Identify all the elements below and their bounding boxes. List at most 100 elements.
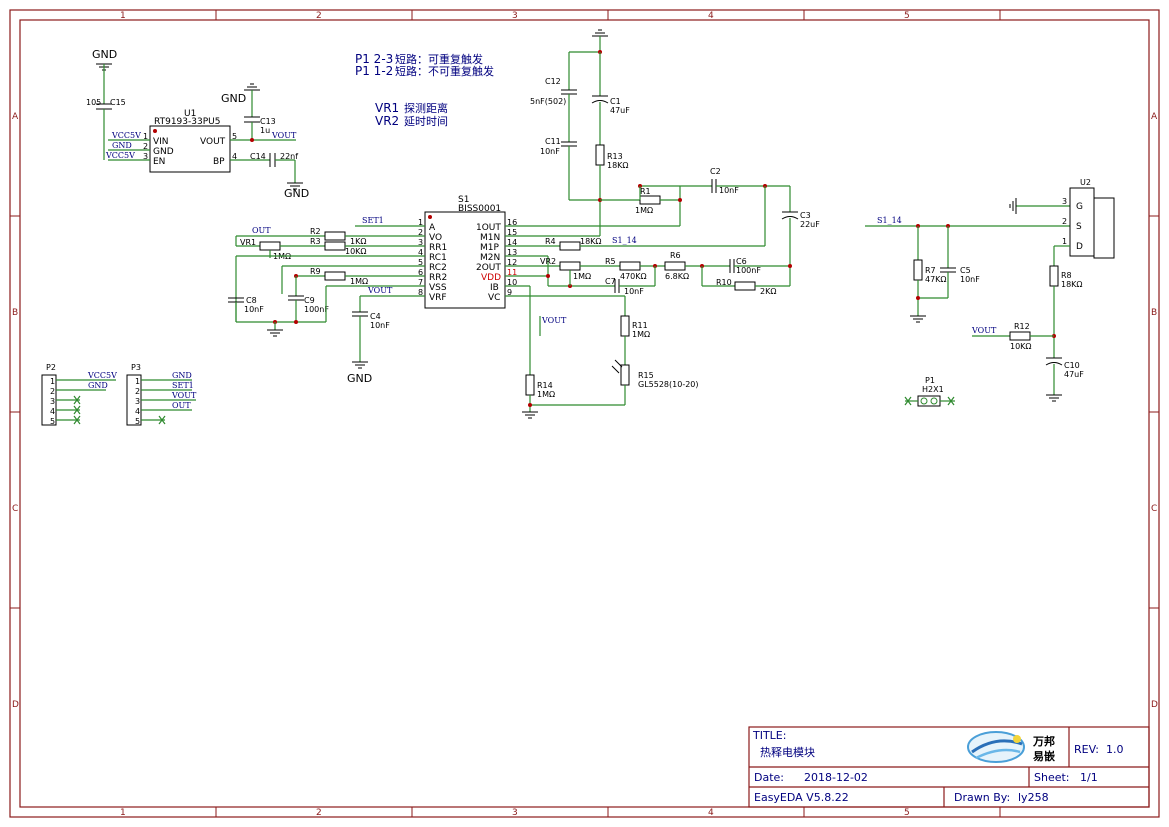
s1-pin-num: 10 [507, 278, 517, 287]
r5-ref: R5 [605, 257, 616, 266]
c12-value: 5nF(502) [530, 97, 566, 106]
r12-ref: R12 [1014, 322, 1030, 331]
drawn-label: Drawn By: [954, 791, 1010, 804]
gnd-label: GND [92, 48, 117, 61]
r6-value: 6.8KΩ [665, 272, 689, 281]
s1-pin-name: RC2 [429, 263, 447, 273]
r11-value: 1MΩ [632, 330, 650, 339]
net-label-gnd: GND [88, 381, 108, 390]
title-block: TITLE: 热释电模块 REV: 1.0 Date: 2018-12-02 S… [748, 726, 1150, 808]
net-label-vout: VOUT [541, 316, 567, 325]
col-label-top: 2 [316, 11, 322, 21]
s1-pin-name: RR1 [429, 243, 447, 253]
notes: P1 2-3 短路：可重复触发 P1 1-2 短路：不可重复触发 VR1 探测距… [355, 52, 494, 128]
col-label-top: 4 [708, 11, 714, 21]
c8-value: 10nF [244, 305, 264, 314]
s1-pin-num: 13 [507, 248, 517, 257]
net-label-set1: SET1 [362, 216, 384, 225]
note-p1-ref: P1 2-3 [355, 52, 393, 66]
c2-value: 10nF [719, 186, 739, 195]
c7-ref: C7 [605, 277, 616, 286]
r3-ref: R3 [310, 237, 321, 246]
p2-pin-num: 4 [50, 407, 55, 416]
p3-pin-num: 4 [135, 407, 140, 416]
p2-ref: P2 [46, 363, 56, 372]
net-label-gnd: GND [172, 371, 192, 380]
c8-ref: C8 [246, 296, 257, 305]
u1-pin-num: 4 [232, 152, 237, 161]
r7-ref: R7 [925, 266, 936, 275]
u1-pin-num: 1 [143, 132, 148, 141]
s1-pin-num: 15 [507, 228, 517, 237]
row-label-right: C [1151, 504, 1157, 514]
net-label-vcc5v: VCC5V [105, 151, 135, 160]
u2-pin-name: G [1076, 202, 1083, 212]
c9-value: 100nF [304, 305, 329, 314]
drawn-value: ly258 [1018, 791, 1049, 804]
r4-value: 18KΩ [580, 237, 602, 246]
net-label-vout: VOUT [367, 286, 393, 295]
c3-value: 22uF [800, 220, 820, 229]
row-label-right: D [1151, 700, 1158, 710]
s1-pin-name: M1P [480, 243, 499, 253]
u2-pin-num: 2 [1062, 217, 1067, 226]
vr1-ref: VR1 [240, 238, 256, 247]
r14-value: 1MΩ [537, 390, 555, 399]
note-vr2-text: 延时时间 [404, 115, 448, 128]
col-label-bottom: 2 [316, 808, 322, 818]
regulator-section: GND 105 C15 U1 RT9193-33PU5 VIN GND EN V… [86, 48, 309, 200]
col-label-top: 3 [512, 11, 518, 21]
r9-ref: R9 [310, 267, 321, 276]
output-section: S1_14 R7 47KΩ C5 10nF U2 3 G 2 S 1 D [865, 178, 1115, 407]
s1-pin-name: IB [490, 283, 499, 293]
row-label-right: B [1151, 308, 1157, 318]
c15-value: 105 [86, 98, 101, 107]
sheet-value: 1/1 [1080, 771, 1098, 784]
date-label: Date: [754, 771, 784, 784]
p3-pin-num: 1 [135, 377, 140, 386]
r5-value: 470KΩ [620, 272, 647, 281]
r8-value: 18KΩ [1061, 280, 1083, 289]
u1-pin-name: VOUT [200, 137, 226, 147]
rev-label: REV: [1074, 743, 1099, 756]
p2-pin-num: 2 [50, 387, 55, 396]
c4-value: 10nF [370, 321, 390, 330]
r9-value: 1MΩ [350, 277, 368, 286]
s1-pin-num: 11 [507, 268, 517, 277]
net-label-out: OUT [252, 226, 271, 235]
col-label-bottom: 1 [120, 808, 126, 818]
note-vr1-ref: VR1 [375, 101, 399, 115]
u1-pin-name: BP [213, 157, 225, 167]
c11-value: 10nF [540, 147, 560, 156]
u1-pin-num: 3 [143, 152, 148, 161]
net-label-out: OUT [172, 401, 191, 410]
s1-pin-name: VO [429, 233, 442, 243]
r6-ref: R6 [670, 251, 681, 260]
s1-pin-name: 1OUT [476, 223, 501, 233]
p1-value: H2X1 [922, 385, 944, 394]
p1-ref: P1 [925, 376, 935, 385]
col-label-top: 1 [120, 11, 126, 21]
r1-ref: R1 [640, 187, 651, 196]
c11-ref: C11 [545, 137, 561, 146]
u2-pin-num: 1 [1062, 237, 1067, 246]
s1-pin-num: 16 [507, 218, 517, 227]
row-label-left: C [12, 504, 18, 514]
c4-ref: C4 [370, 312, 381, 321]
c2-ref: C2 [710, 167, 721, 176]
r13-value: 18KΩ [607, 161, 629, 170]
col-label-bottom: 5 [904, 808, 910, 818]
row-label-left: A [12, 112, 19, 122]
p2-pin-num: 3 [50, 397, 55, 406]
p2-pin-num: 1 [50, 377, 55, 386]
c13-ref: C13 [260, 117, 276, 126]
s1-body [424, 211, 506, 309]
r15-ref: R15 [638, 371, 654, 380]
s1-pin-num: 14 [507, 238, 517, 247]
r15-value: GL5528(10-20) [638, 380, 699, 389]
s1-right-network: C12 5nF(502) C11 10nF C1 47uF R13 18KΩ R… [505, 29, 820, 419]
s1-pin-name: RR2 [429, 273, 447, 283]
vr2-value: 1MΩ [573, 272, 591, 281]
s1-pin-name: VDD [481, 273, 501, 283]
r7-value: 47KΩ [925, 275, 947, 284]
